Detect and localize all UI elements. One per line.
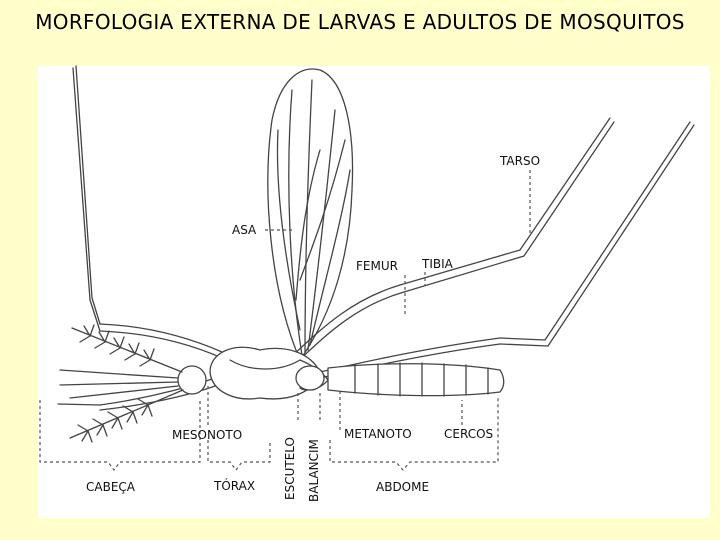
leg-front [72, 65, 223, 359]
label-tarso: TARSO [499, 154, 540, 168]
bracket-cabeca [39, 400, 201, 471]
label-cabeca: CABEÇA [86, 480, 136, 494]
label-balancim: BALANCIM [307, 439, 321, 502]
page-title: MORFOLOGIA EXTERNA DE LARVAS E ADULTOS D… [35, 10, 685, 34]
label-tibia: TIBIA [421, 257, 454, 271]
head [59, 365, 207, 399]
bracket-torax [207, 440, 271, 471]
label-abdome: ABDOME [376, 480, 429, 494]
thorax [209, 346, 329, 400]
label-femur: FEMUR [356, 259, 398, 273]
label-metanoto: METANOTO [344, 427, 412, 441]
abdomen [327, 362, 505, 397]
label-escutelo: ESCUTELO [283, 437, 297, 500]
bracket-abdome [329, 395, 499, 471]
leg-middle [289, 117, 615, 364]
label-asa: ASA [232, 223, 257, 237]
diagram-panel [38, 66, 710, 518]
label-mesonoto: MESONOTO [172, 428, 242, 442]
label-torax: TÓRAX [213, 478, 255, 493]
wing [267, 68, 354, 361]
antennae [69, 324, 184, 443]
label-cercos: CERCOS [444, 427, 493, 441]
